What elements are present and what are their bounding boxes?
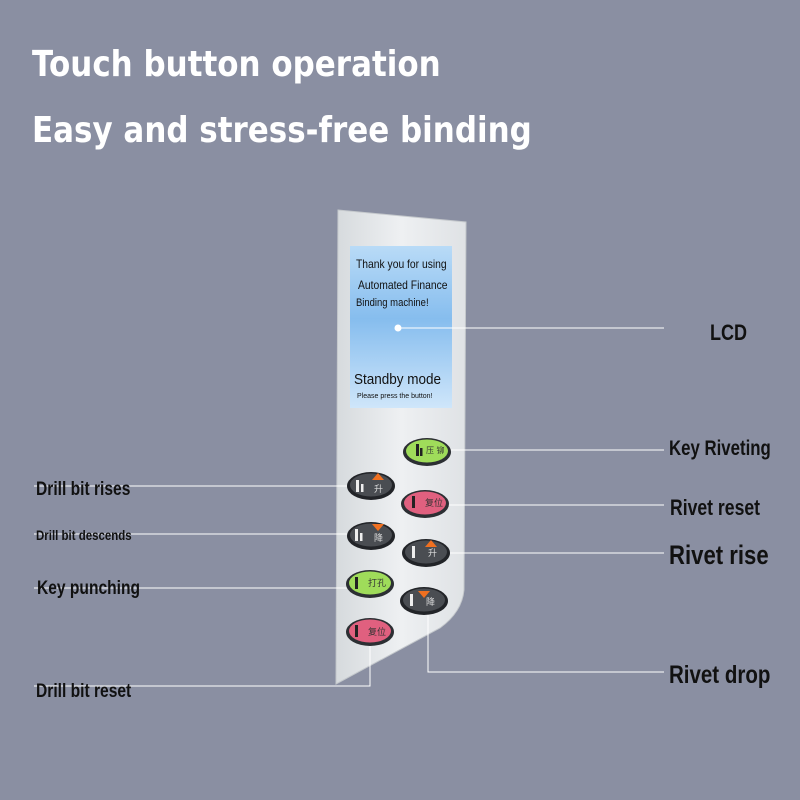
drill-bit-reset-button[interactable]: [346, 618, 394, 646]
headline-line-1: Touch button operation: [32, 44, 441, 85]
callout-key-punching: Key punching: [37, 578, 141, 599]
drill-bit-icon: [412, 496, 415, 508]
headline-line-2: Easy and stress-free binding: [32, 110, 532, 151]
drill-bit-rise-button[interactable]: [347, 472, 395, 500]
rivet-rise-glyph: 升: [428, 549, 438, 559]
callout-drill-rises: Drill bit rises: [36, 479, 131, 500]
drill-bit-icon: [356, 480, 359, 492]
rivet-reset-button[interactable]: [401, 490, 449, 518]
lcd-prompt: Please press the button!: [357, 393, 433, 400]
drill-bit-icon: [355, 529, 358, 541]
key-riveting-glyph: 压 铆: [426, 446, 445, 455]
drill-reset-glyph: 复位: [368, 628, 387, 638]
drill-bit-icon-b: [361, 484, 364, 492]
lcd-line-2: Automated Finance: [358, 278, 448, 292]
lcd-line-1: Thank you for using: [356, 257, 447, 271]
drill-bit-icon: [410, 594, 413, 606]
rivet-reset-glyph: 复位: [425, 499, 444, 509]
rivet-drop-button[interactable]: [400, 587, 448, 615]
up-arrow-icon: [372, 473, 384, 480]
callout-drill-descends: Drill bit descends: [36, 527, 132, 543]
key-punching-button[interactable]: [346, 570, 394, 598]
down-arrow-icon: [372, 524, 384, 531]
drill-descend-glyph: 降: [374, 534, 384, 544]
rivet-rise-button[interactable]: [402, 539, 450, 567]
drill-rise-glyph: 升: [374, 485, 384, 495]
rivet-drop-glyph: 降: [426, 598, 436, 608]
callout-key-riveting: Key Riveting: [669, 437, 771, 460]
drill-bit-icon-b: [360, 533, 363, 541]
lcd-line-3: Binding machine!: [356, 297, 429, 309]
drill-bit-icon-b: [420, 448, 423, 456]
callout-lines: [34, 327, 664, 687]
lcd-mode: Standby mode: [354, 371, 442, 388]
callout-rivet-drop: Rivet drop: [669, 661, 771, 689]
key-riveting-button[interactable]: [403, 438, 451, 466]
down-arrow-icon: [418, 591, 430, 598]
key-punching-glyph: 打孔: [368, 579, 387, 589]
callout-dot-lcd: [394, 324, 402, 332]
drill-bit-icon: [355, 577, 358, 589]
callout-line-drill-reset: [34, 630, 371, 687]
callout-line-rivet-drop: [427, 605, 664, 673]
callout-lcd: LCD: [710, 320, 748, 345]
callout-rivet-rise: Rivet rise: [669, 540, 769, 570]
drill-bit-icon: [412, 546, 415, 558]
callout-drill-reset: Drill bit reset: [36, 681, 132, 702]
callout-rivet-reset: Rivet reset: [670, 495, 761, 520]
drill-bit-descend-button[interactable]: [347, 522, 395, 550]
up-arrow-icon: [425, 540, 437, 547]
drill-bit-icon: [355, 625, 358, 637]
drill-bit-icon: [416, 444, 419, 456]
